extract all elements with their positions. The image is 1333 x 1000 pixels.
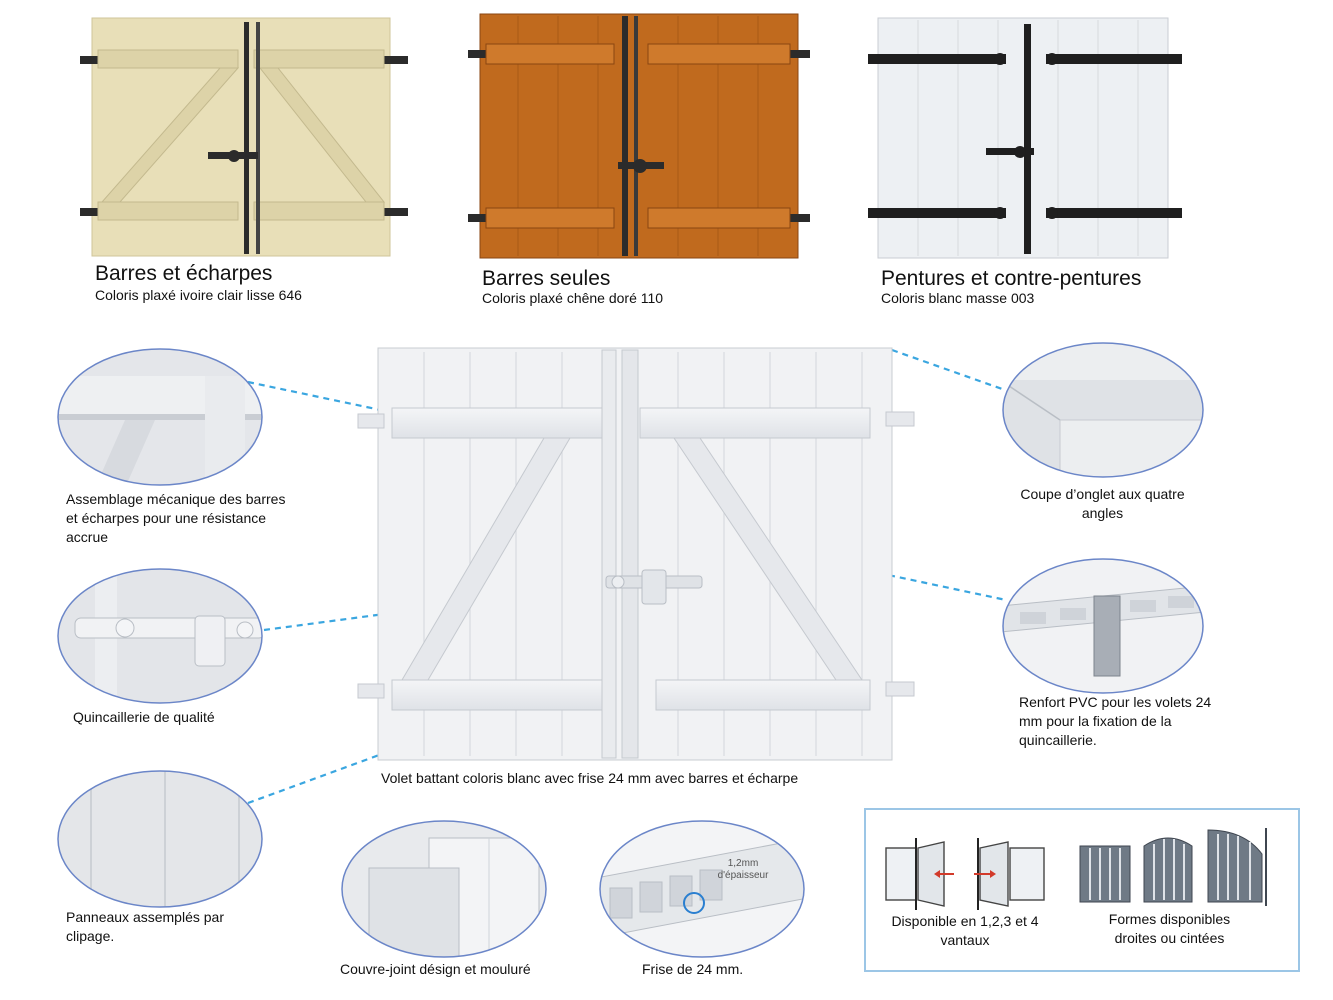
product-subtitle-3: Coloris blanc masse 003: [881, 290, 1035, 306]
detail-coupe-onglet-circle: [1002, 342, 1204, 478]
caption-renfort: Renfort PVC pour les volets 24 mm pour l…: [1019, 694, 1212, 748]
caption-assemblage: Assemblage mécanique des barres et échar…: [66, 491, 286, 545]
caption-panneaux: Panneaux assemplés par clipage.: [66, 909, 224, 944]
detail-quincaillerie-circle: [57, 568, 263, 704]
formes-icon: [1079, 828, 1267, 906]
caption-formes: Formes disponibles droites ou cintées: [1108, 911, 1231, 946]
detail-frise-circle: [599, 820, 805, 958]
product-title-2: Barres seules: [482, 267, 611, 290]
vantaux-icon: [885, 838, 1045, 910]
caption-frise: Frise de 24 mm.: [642, 961, 744, 977]
main-shutter-image: [357, 347, 915, 761]
product-subtitle-1: Coloris plaxé ivoire clair lisse 646: [95, 287, 302, 303]
caption-quincaillerie: Quincaillerie de qualité: [73, 709, 215, 725]
detail-couvre-joint-circle: [341, 820, 547, 958]
product-title-3: Pentures et contre-pentures: [881, 267, 1142, 290]
shutter-oak-image: [468, 13, 810, 259]
detail-assemblage-circle: [57, 348, 263, 486]
caption-couvre-joint: Couvre-joint désign et mouluré: [340, 961, 531, 977]
main-shutter-caption: Volet battant coloris blanc avec frise 2…: [381, 770, 799, 786]
caption-coupe-onglet: Coupe d’onglet aux quatre angles: [1020, 486, 1185, 521]
shutter-ivory-image: [80, 17, 408, 257]
detail-renfort-circle: [1002, 558, 1204, 694]
frise-thickness-label: 1,2mm d'épaisseur: [717, 858, 769, 881]
product-title-1: Barres et écharpes: [95, 262, 273, 285]
shutter-white-image: [868, 17, 1182, 259]
options-box: [864, 808, 1300, 972]
caption-vantaux: Disponible en 1,2,3 et 4 vantaux: [891, 913, 1039, 948]
detail-panneaux-circle: [57, 770, 263, 908]
product-subtitle-2: Coloris plaxé chêne doré 110: [482, 290, 664, 306]
